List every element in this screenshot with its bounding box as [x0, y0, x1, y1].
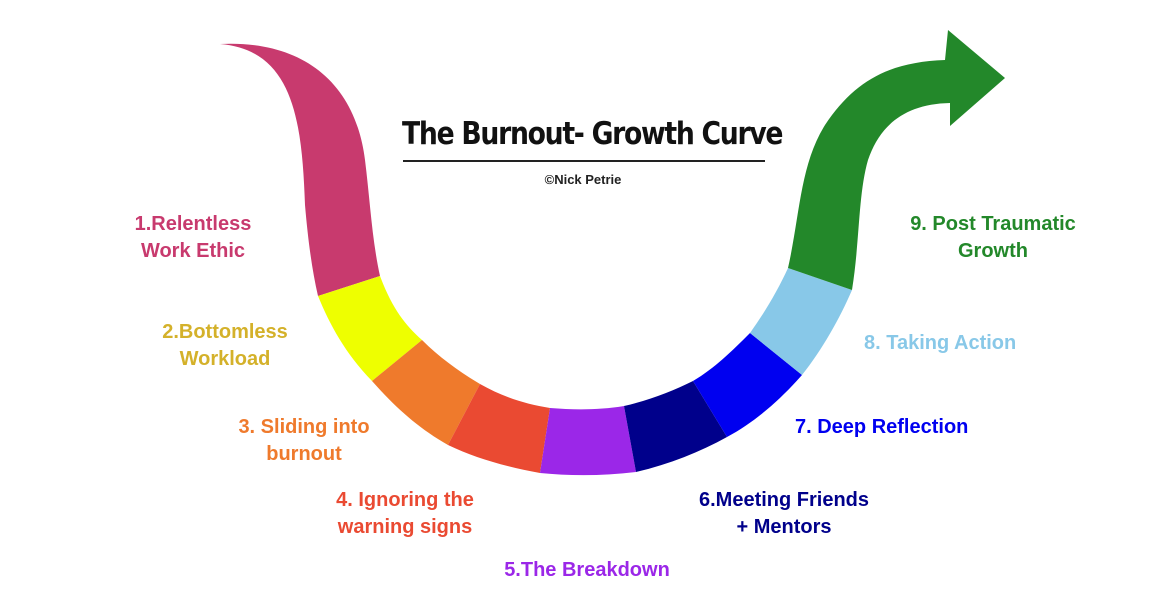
stage-1-label: 1.Relentless Work Ethic	[134, 213, 252, 262]
stage-4-band	[448, 384, 550, 473]
stage-2-label: 2.Bottomless Workload	[162, 321, 288, 370]
stage-6-band	[624, 381, 727, 472]
stage-9-label: 9. Post Traumatic Growth	[910, 213, 1076, 262]
stage-3-label: 3. Sliding into burnout	[238, 416, 370, 465]
stage-4-label: 4. Ignoring the warning signs	[336, 489, 474, 538]
stage-5-label: 5.The Breakdown	[504, 559, 670, 581]
stage-2-band	[318, 276, 422, 381]
stage-7-label: 7. Deep Reflection	[795, 416, 969, 438]
diagram-title: The Burnout- Growth Curve	[402, 116, 784, 152]
stage-3-band	[372, 340, 480, 445]
stage-9-arrow	[788, 30, 1005, 290]
stage-8-label: 8. Taking Action	[864, 332, 1017, 354]
stage-7-band	[693, 333, 802, 437]
stage-1-band	[220, 43, 380, 296]
stage-8-band	[750, 268, 852, 375]
stage-6-label: 6.Meeting Friends + Mentors	[698, 489, 870, 538]
credit: ©Nick Petrie	[544, 172, 622, 187]
title-underline	[403, 160, 765, 162]
stage-5-band	[540, 406, 636, 476]
